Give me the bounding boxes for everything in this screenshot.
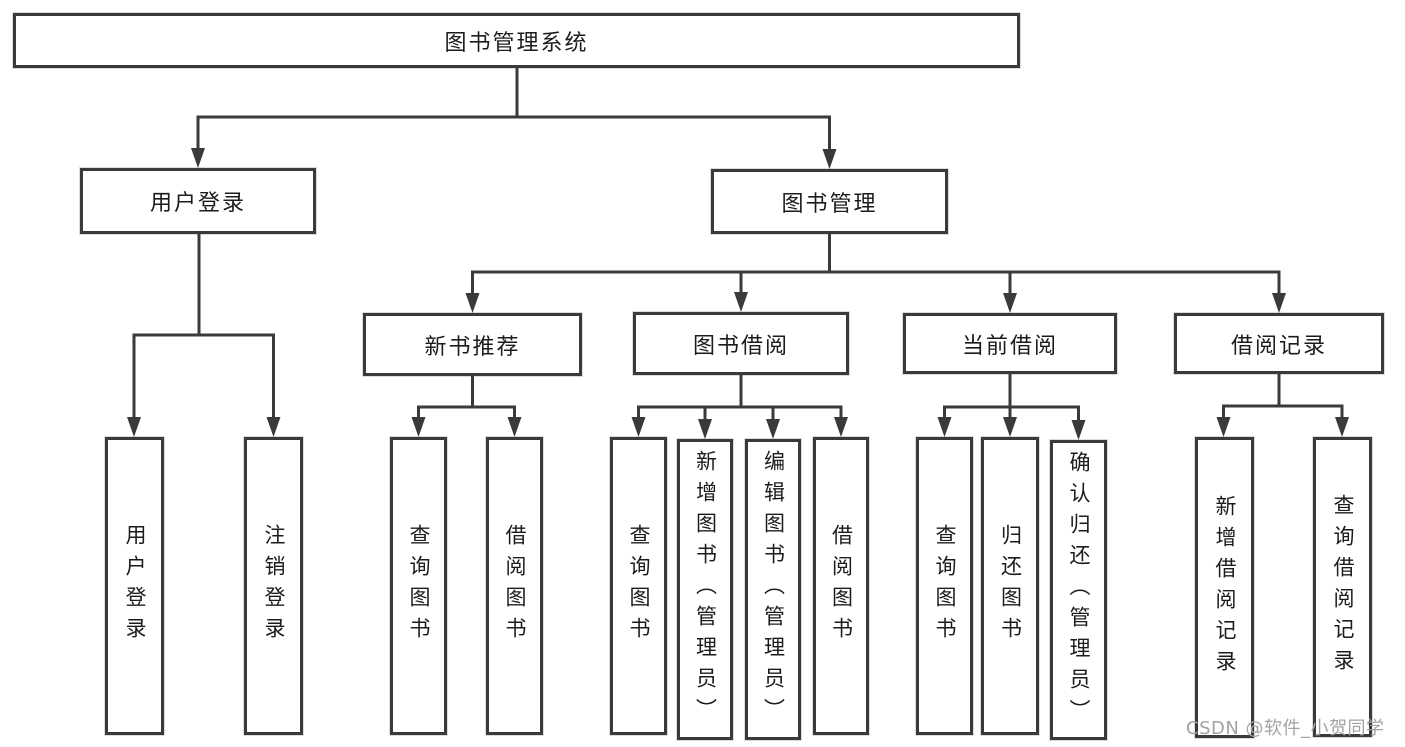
node-label: 当前借阅: [961, 333, 1058, 359]
node-label: 新增图书（管理员）: [693, 450, 718, 729]
connector-borrowing-records: [1216, 374, 1349, 437]
node-label: 用户登录: [149, 191, 246, 216]
node-label: 查询图书: [627, 524, 651, 648]
node-label: 编辑图书（管理员）: [761, 450, 786, 729]
node-label: 用户登录: [123, 524, 147, 648]
node-book-management: 图书管理: [711, 169, 948, 234]
leaf-query-borrow-record: 查询借阅记录: [1313, 437, 1372, 737]
connector-book-management: [465, 234, 1286, 313]
node-label: 借阅图书: [503, 524, 527, 648]
node-label: 借阅记录: [1230, 333, 1327, 359]
leaf-query-books-recommend: 查询图书: [390, 437, 447, 735]
connector-current-borrowing: [937, 374, 1086, 440]
connector-user-login: [127, 234, 281, 437]
node-library-management-system: 图书管理系统: [13, 13, 1020, 68]
node-borrowing-records: 借阅记录: [1174, 313, 1384, 374]
node-label: 借阅图书: [829, 524, 854, 648]
node-label: 查询借阅记录: [1331, 494, 1355, 680]
node-book-borrowing: 图书借阅: [633, 312, 849, 375]
leaf-add-borrow-record: 新增借阅记录: [1195, 437, 1254, 738]
node-label: 新书推荐: [424, 334, 521, 360]
connector-book-borrowing: [631, 375, 848, 439]
node-label: 图书管理: [781, 191, 878, 217]
leaf-borrow-books: 借阅图书: [813, 437, 869, 735]
leaf-logout: 注销登录: [244, 437, 303, 735]
leaf-return-book: 归还图书: [981, 437, 1039, 735]
node-user-login-branch: 用户登录: [80, 168, 316, 234]
leaf-borrow-books-recommend: 借阅图书: [486, 437, 543, 735]
node-label: 注销登录: [262, 524, 286, 648]
node-label: 确认归还（管理员）: [1067, 450, 1091, 730]
connector-new-book-recommend: [411, 376, 522, 437]
leaf-user-login: 用户登录: [105, 437, 164, 735]
leaf-add-book-admin: 新增图书（管理员）: [677, 439, 733, 740]
csdn-watermark: CSDN @软件_小贺同学: [1186, 718, 1385, 739]
node-label: 图书管理系统: [444, 30, 589, 56]
node-label: 图书借阅: [692, 333, 789, 359]
leaf-confirm-return-admin: 确认归还（管理员）: [1050, 440, 1107, 740]
node-label: 新增借阅记录: [1213, 494, 1237, 681]
node-label: 查询图书: [933, 524, 957, 648]
leaf-query-books-current: 查询图书: [916, 437, 973, 735]
node-label: 查询图书: [407, 524, 431, 648]
node-new-book-recommend: 新书推荐: [363, 313, 582, 376]
leaf-query-books-borrowing: 查询图书: [610, 437, 667, 735]
node-label: 归还图书: [998, 524, 1023, 648]
connector-root: [191, 68, 837, 169]
node-current-borrowing: 当前借阅: [903, 313, 1117, 374]
leaf-edit-book-admin: 编辑图书（管理员）: [745, 439, 801, 740]
